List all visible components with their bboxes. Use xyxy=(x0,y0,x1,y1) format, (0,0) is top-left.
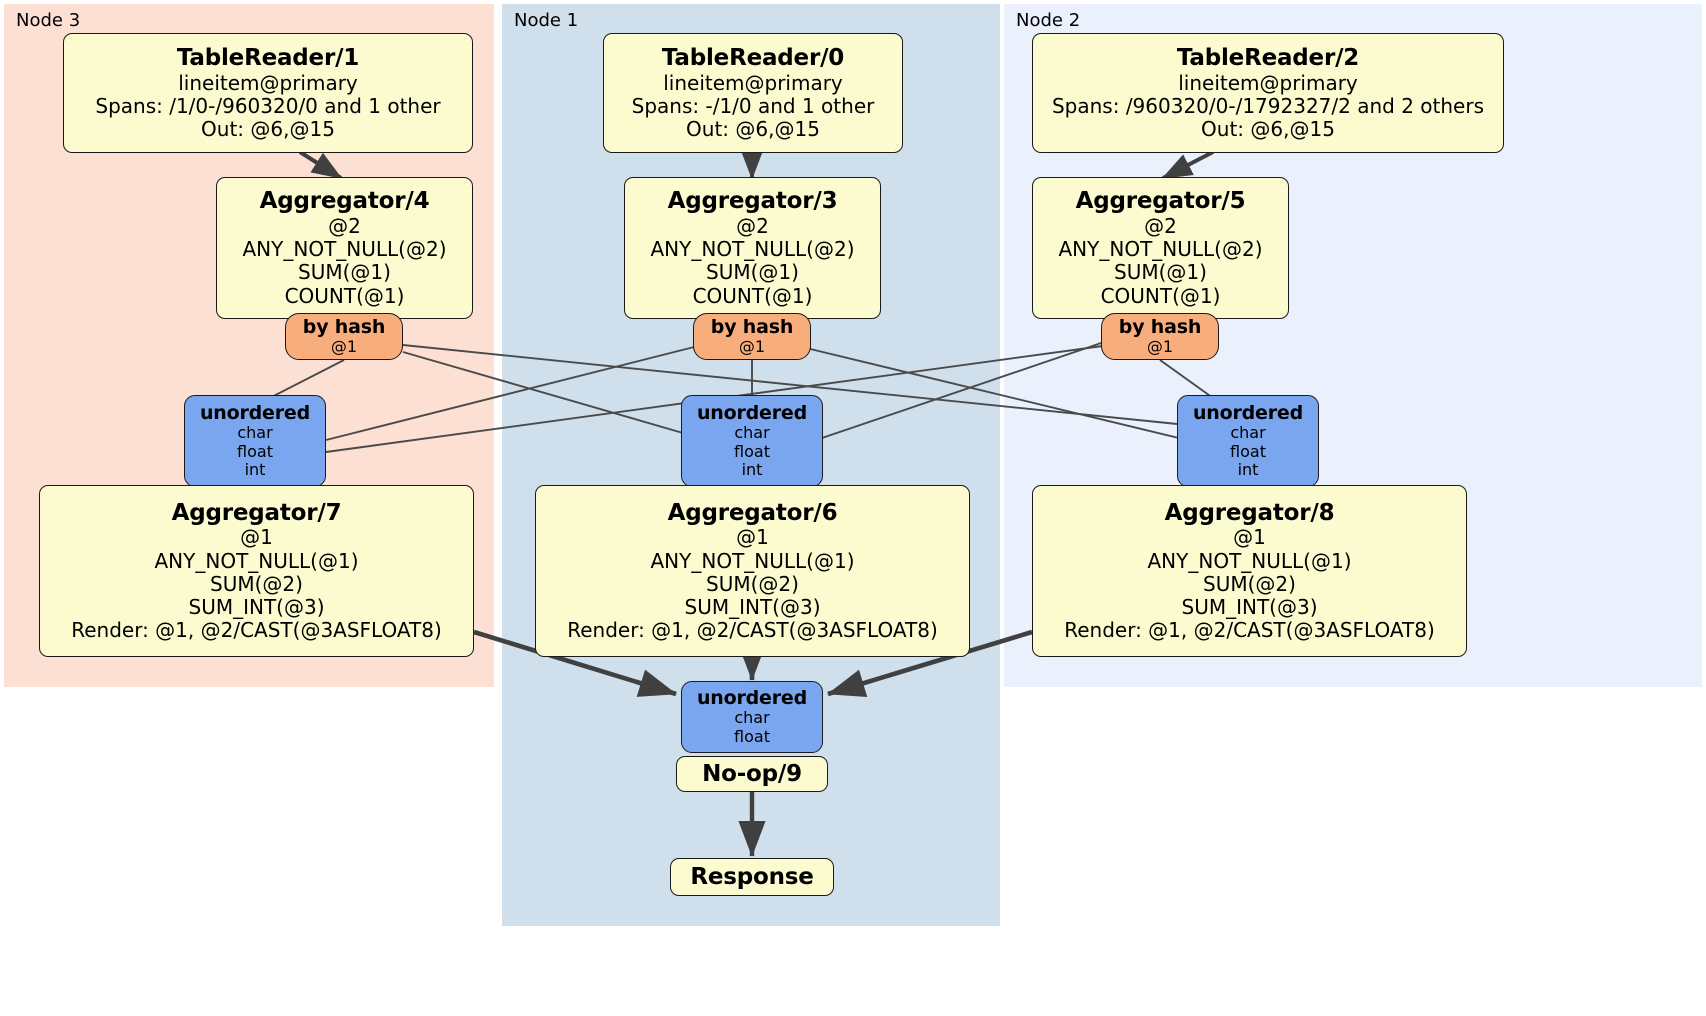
node-aggregator-6[interactable]: Aggregator/6 @1 ANY_NOT_NULL(@1) SUM(@2)… xyxy=(535,485,970,657)
node-aggregator-4[interactable]: Aggregator/4 @2 ANY_NOT_NULL(@2) SUM(@1)… xyxy=(216,177,473,319)
node-title: unordered xyxy=(199,402,311,425)
node-title: by hash xyxy=(302,316,386,339)
node-table-reader-1[interactable]: TableReader/1 lineitem@primary Spans: /1… xyxy=(63,33,473,153)
node-detail-line: float xyxy=(1230,441,1266,461)
node-detail-line: Spans: /1/0-/960320/0 and 1 other xyxy=(95,93,441,118)
node-detail-line: @1 xyxy=(240,525,273,550)
edge-aggregator-to-final-sync xyxy=(473,629,1033,697)
node-response[interactable]: Response xyxy=(670,858,834,896)
node-title: by hash xyxy=(710,316,794,339)
node-detail-line: @2 xyxy=(1144,213,1177,238)
node-table-reader-0[interactable]: TableReader/0 lineitem@primary Spans: -/… xyxy=(603,33,903,153)
cluster-label-node-1: Node 1 xyxy=(514,10,579,31)
node-detail-line: SUM(@2) xyxy=(210,571,303,596)
node-detail-line: SUM(@2) xyxy=(1203,571,1296,596)
node-title: by hash xyxy=(1118,316,1202,339)
node-detail-line: ANY_NOT_NULL(@2) xyxy=(1058,237,1263,262)
node-detail-line: char xyxy=(734,708,770,728)
node-detail-line: float xyxy=(734,727,770,747)
node-title: unordered xyxy=(696,402,808,425)
node-detail-line: @2 xyxy=(736,213,769,238)
node-title: TableReader/1 xyxy=(176,44,360,71)
node-detail-line: SUM(@1) xyxy=(298,260,391,285)
node-detail-line: Spans: /960320/0-/1792327/2 and 2 others xyxy=(1051,93,1484,118)
node-router-by-hash-5[interactable]: by hash @1 xyxy=(1101,313,1219,360)
node-detail-line: int xyxy=(741,460,763,480)
node-detail-line: ANY_NOT_NULL(@1) xyxy=(154,548,359,573)
node-detail-line: char xyxy=(1230,423,1266,443)
node-title: No-op/9 xyxy=(702,760,802,787)
node-detail-line: int xyxy=(244,460,266,480)
node-detail-line: Out: @6,@15 xyxy=(1201,116,1335,141)
node-table-reader-2[interactable]: TableReader/2 lineitem@primary Spans: /9… xyxy=(1032,33,1504,153)
node-title: Aggregator/7 xyxy=(171,499,342,526)
node-router-by-hash-3[interactable]: by hash @1 xyxy=(693,313,811,360)
node-detail-line: COUNT(@1) xyxy=(1100,283,1221,308)
node-title: unordered xyxy=(1192,402,1304,425)
node-detail-line: ANY_NOT_NULL(@1) xyxy=(1147,548,1352,573)
node-synchronizer-unordered-final[interactable]: unordered char float xyxy=(681,681,823,753)
node-detail-line: SUM_INT(@3) xyxy=(188,594,325,619)
node-title: Aggregator/5 xyxy=(1075,188,1246,215)
node-detail-line: Out: @6,@15 xyxy=(686,116,820,141)
node-detail-line: COUNT(@1) xyxy=(284,283,405,308)
node-aggregator-3[interactable]: Aggregator/3 @2 ANY_NOT_NULL(@2) SUM(@1)… xyxy=(624,177,881,319)
node-detail-line: Render: @1, @2/CAST(@3ASFLOAT8) xyxy=(71,618,442,643)
node-detail-line: int xyxy=(1237,460,1259,480)
node-aggregator-5[interactable]: Aggregator/5 @2 ANY_NOT_NULL(@2) SUM(@1)… xyxy=(1032,177,1289,319)
node-detail-line: lineitem@primary xyxy=(1178,70,1358,95)
node-detail-line: SUM(@1) xyxy=(1114,260,1207,285)
cluster-label-node-2: Node 2 xyxy=(1016,10,1081,31)
edge-tablereader-to-aggregator xyxy=(298,149,1214,180)
node-detail-line: @1 xyxy=(330,337,358,357)
node-title: Aggregator/4 xyxy=(259,188,430,215)
node-detail-line: lineitem@primary xyxy=(663,70,843,95)
node-title: TableReader/0 xyxy=(661,44,845,71)
node-detail-line: @1 xyxy=(736,525,769,550)
node-detail-line: ANY_NOT_NULL(@1) xyxy=(650,548,855,573)
node-router-by-hash-4[interactable]: by hash @1 xyxy=(285,313,403,360)
node-detail-line: SUM(@1) xyxy=(706,260,799,285)
node-synchronizer-unordered-8[interactable]: unordered char float int xyxy=(1177,395,1319,487)
node-detail-line: lineitem@primary xyxy=(178,70,358,95)
node-detail-line: ANY_NOT_NULL(@2) xyxy=(242,237,447,262)
node-detail-line: COUNT(@1) xyxy=(692,283,813,308)
node-detail-line: char xyxy=(734,423,770,443)
node-detail-line: Render: @1, @2/CAST(@3ASFLOAT8) xyxy=(567,618,938,643)
node-detail-line: float xyxy=(734,441,770,461)
node-aggregator-7[interactable]: Aggregator/7 @1 ANY_NOT_NULL(@1) SUM(@2)… xyxy=(39,485,474,657)
node-detail-line: @2 xyxy=(328,213,361,238)
node-detail-line: SUM_INT(@3) xyxy=(684,594,821,619)
node-detail-line: SUM_INT(@3) xyxy=(1181,594,1318,619)
node-title: Aggregator/8 xyxy=(1164,499,1335,526)
node-title: TableReader/2 xyxy=(1176,44,1360,71)
node-detail-line: @1 xyxy=(1146,337,1174,357)
cluster-label-node-3: Node 3 xyxy=(16,10,81,31)
node-detail-line: Out: @6,@15 xyxy=(201,116,335,141)
node-synchronizer-unordered-7[interactable]: unordered char float int xyxy=(184,395,326,487)
node-aggregator-8[interactable]: Aggregator/8 @1 ANY_NOT_NULL(@1) SUM(@2)… xyxy=(1032,485,1467,657)
node-detail-line: Render: @1, @2/CAST(@3ASFLOAT8) xyxy=(1064,618,1435,643)
node-detail-line: SUM(@2) xyxy=(706,571,799,596)
node-detail-line: ANY_NOT_NULL(@2) xyxy=(650,237,855,262)
node-detail-line: @1 xyxy=(738,337,766,357)
node-title: unordered xyxy=(696,687,808,710)
node-title: Response xyxy=(690,863,814,890)
node-no-op-9[interactable]: No-op/9 xyxy=(676,756,828,792)
node-detail-line: float xyxy=(237,441,273,461)
node-detail-line: @1 xyxy=(1233,525,1266,550)
node-detail-line: Spans: -/1/0 and 1 other xyxy=(631,93,875,118)
node-title: Aggregator/6 xyxy=(667,499,838,526)
node-title: Aggregator/3 xyxy=(667,188,838,215)
node-detail-line: char xyxy=(237,423,273,443)
node-synchronizer-unordered-6[interactable]: unordered char float int xyxy=(681,395,823,487)
